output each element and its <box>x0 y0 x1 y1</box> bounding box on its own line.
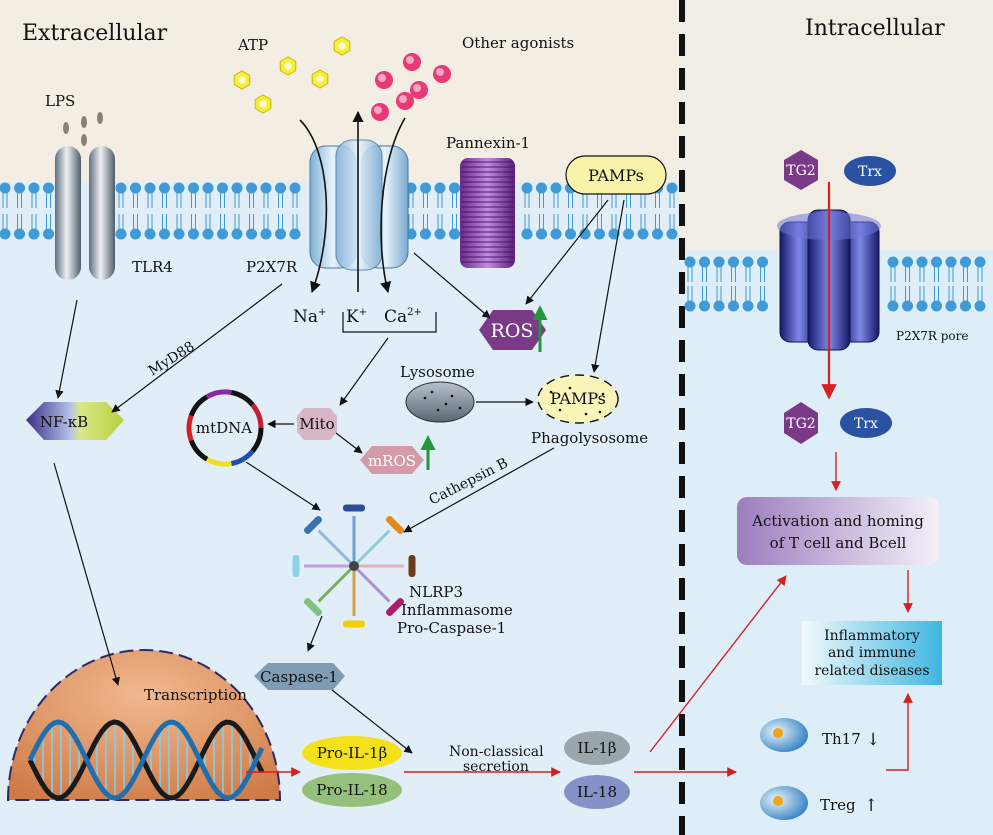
tg2-top-node: TG2 <box>784 150 818 190</box>
lysosome <box>405 381 475 423</box>
pamps-inner-label: PAMPs <box>550 389 606 408</box>
dna-helix <box>27 719 265 801</box>
pamps-top-label: PAMPs <box>588 166 644 185</box>
th17-cell <box>760 718 808 752</box>
other-agonists-label: Other agonists <box>462 34 574 52</box>
il1b-label: IL-1β <box>577 739 616 757</box>
inflam-label-3: related diseases <box>814 663 929 679</box>
mito-label: Mito <box>299 415 334 433</box>
tg2-bottom-node: TG2 <box>784 402 818 444</box>
th17-decrease-arrow: ↓ <box>866 730 880 750</box>
pro-il18-label: Pro-IL-18 <box>316 781 387 799</box>
il18-label: IL-18 <box>577 783 617 801</box>
mtdna-ring <box>186 389 264 467</box>
activation-label-2: of T cell and Bcell <box>770 534 907 552</box>
outcome-arrows <box>246 452 913 777</box>
k-ion: K+ <box>346 307 367 327</box>
ros-node: ROS <box>479 310 546 350</box>
pannexin-channel <box>460 158 515 268</box>
phagolysosome-label: Phagolysosome <box>531 429 648 447</box>
activation-box: Activation and homing of T cell and Bcel… <box>737 497 939 565</box>
nlrp3-inflammasome <box>292 504 416 628</box>
tg2-top-label: TG2 <box>786 163 815 179</box>
p2x7r-pore <box>777 209 881 351</box>
nlrp3-label-3: Pro-Caspase-1 <box>397 619 506 637</box>
tg2-bottom-label: TG2 <box>786 416 815 432</box>
atp-molecules <box>233 36 351 114</box>
pro-il1b-node: Pro-IL-1β <box>302 736 402 770</box>
ion-bracket <box>342 312 437 333</box>
il18-node: IL-18 <box>564 775 630 809</box>
tlr4-receptor <box>55 146 115 280</box>
nlrp3-label-1: NLRP3 <box>409 583 463 601</box>
phagolysosome: PAMPs <box>537 374 619 424</box>
nfkb-label: NF-κB <box>40 413 88 431</box>
p2x7r-label: P2X7R <box>246 258 298 276</box>
intracellular-title: Intracellular <box>805 16 945 41</box>
signaling-arrows <box>53 199 625 754</box>
transcription-label: Transcription <box>144 686 247 704</box>
mtdna-label: mtDNA <box>196 419 252 437</box>
p2x7r-pore-label: P2X7R pore <box>896 329 968 343</box>
lps-label: LPS <box>45 92 75 110</box>
trx-bottom-label: Trx <box>854 416 878 432</box>
treg-cell <box>760 786 808 820</box>
nfkb-node: NF-κB <box>26 402 124 440</box>
mros-label: mROS <box>368 452 416 470</box>
na-ion: Na+ <box>293 307 326 327</box>
treg-increase-arrow: ↑ <box>864 796 878 816</box>
ca-ion: Ca2+ <box>384 307 422 327</box>
pamps-top-node: PAMPs <box>565 155 667 195</box>
tlr4-label: TLR4 <box>132 258 173 276</box>
agonist-molecules <box>371 53 451 121</box>
extracellular-title: Extracellular <box>22 21 168 46</box>
inflam-label-2: and immune <box>828 645 916 661</box>
pannexin-label: Pannexin-1 <box>446 134 530 152</box>
trx-bottom-node: Trx <box>840 408 892 438</box>
nlrp3-label-2: Inflammasome <box>401 601 513 619</box>
activation-label-1: Activation and homing <box>751 512 924 530</box>
mros-node: mROS <box>360 446 424 474</box>
mito-node: Mito <box>297 408 337 440</box>
lysosome-label: Lysosome <box>400 363 475 381</box>
caspase1-node: Caspase-1 <box>254 663 345 690</box>
il1b-node: IL-1β <box>564 731 630 765</box>
treg-label: Treg <box>820 796 856 814</box>
trx-top-label: Trx <box>858 164 882 180</box>
nonclassical-label-2: secretion <box>463 759 529 775</box>
th17-label: Th17 <box>822 730 861 748</box>
nucleus <box>6 649 282 801</box>
pro-il1b-label: Pro-IL-1β <box>317 744 388 762</box>
inflam-label-1: Inflammatory <box>824 628 920 644</box>
p2x7r-channel <box>299 110 409 294</box>
cell-membrane-right <box>684 256 986 312</box>
inflammatory-box: Inflammatory and immune related diseases <box>802 621 942 685</box>
atp-label: ATP <box>237 36 268 54</box>
pro-il18-node: Pro-IL-18 <box>302 773 402 807</box>
nonclassical-label-1: Non-classical <box>449 744 544 760</box>
trx-top-node: Trx <box>844 156 896 186</box>
ros-label: ROS <box>491 320 534 342</box>
caspase1-label: Caspase-1 <box>260 668 338 686</box>
lps-molecules <box>63 112 103 146</box>
